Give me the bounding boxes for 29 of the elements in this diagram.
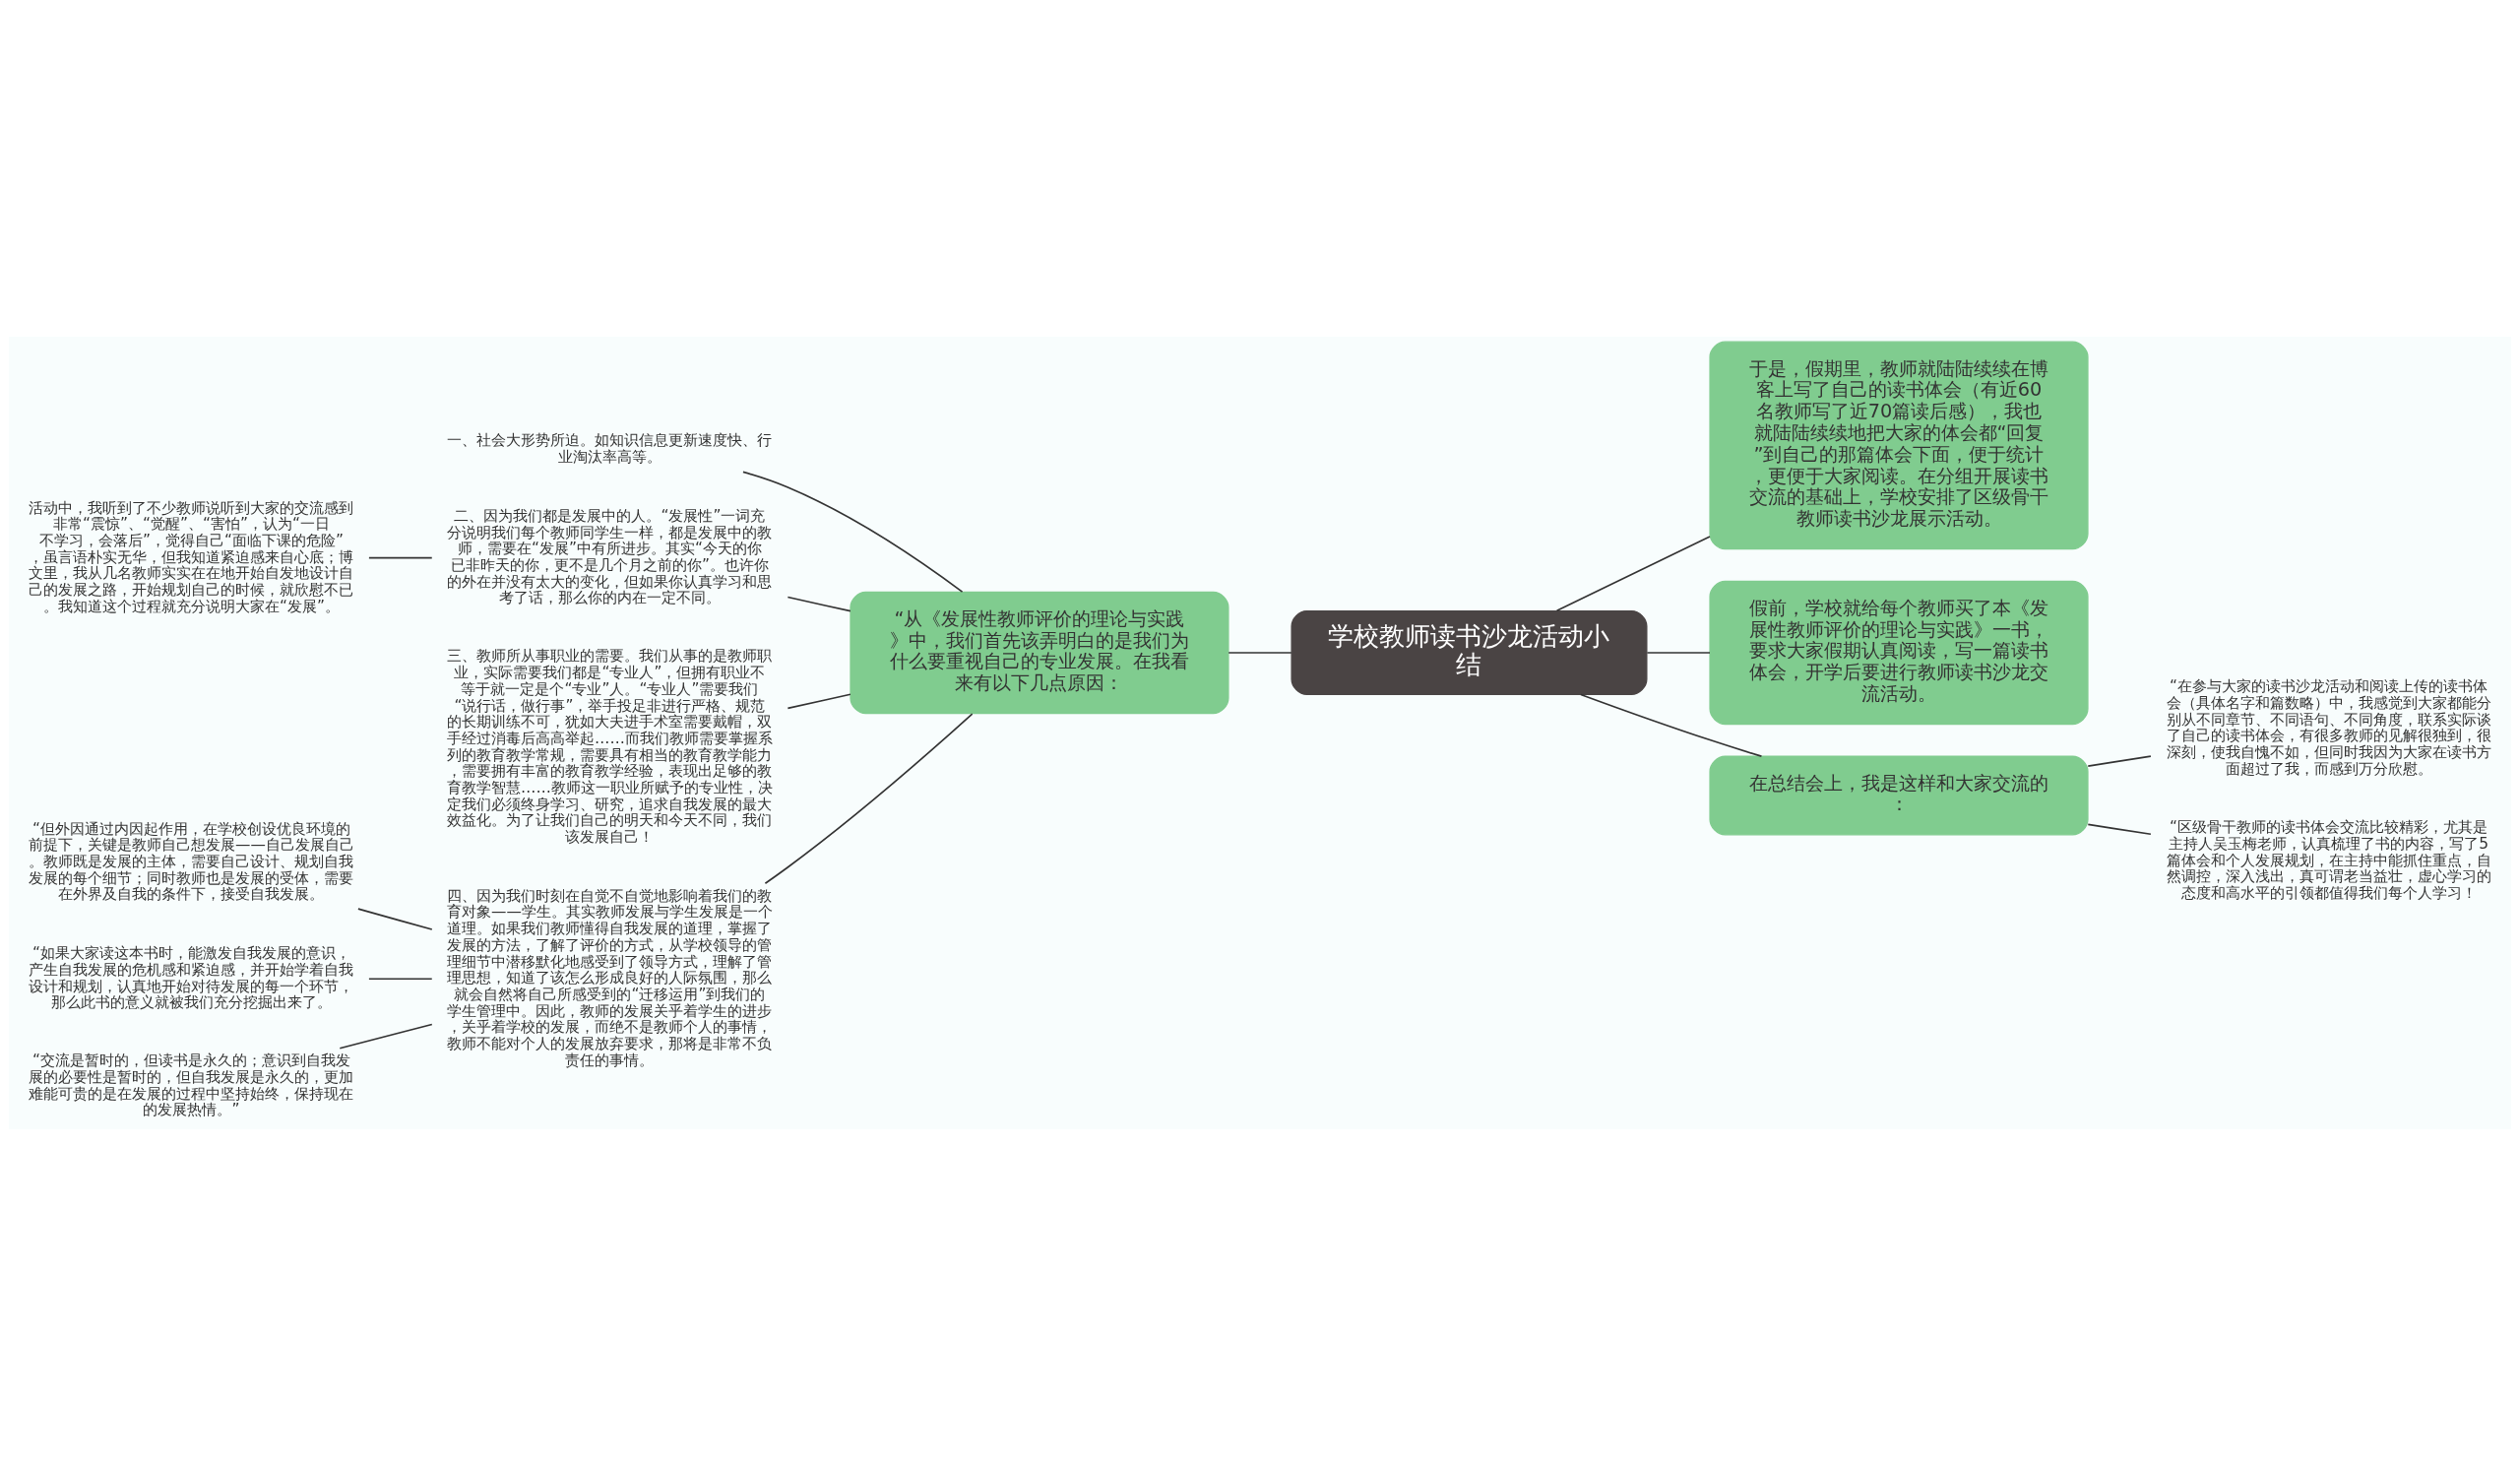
node-text: “交流是暂时的，但读书是永久的；意识到自我发展的必要性是暂时的，但自我发展是永久的，更加难能可贵的是在发展的过程中坚持始终，保持现在的发展热情。” bbox=[29, 1051, 354, 1118]
node-text: 活动中，我听到了不少教师说听到大家的交流感到非常“震惊”、“觉醒”、“害怕”，认为“一日不学习，会落后”，觉得自己“面临下课的危险”，虽言语朴实无华，但我知道紧迫感来自心底；博文里，我从几名教师实实在在地开始自发地设计自己的发展之路，开始规划自己的时候，就欣慰不已。我知道这个过程就充分说明大家在“发展”。 bbox=[29, 498, 354, 615]
node-text: 三、教师所从事职业的需要。我们从事的是教师职业，实际需要我们都是“专业人”，但拥有职业不等于就一定是个“专业”人。“专业人”需要我们“说行话，做行事”，举手投足非进行严格、规范的长期训练不可，犹如大夫进手术室需要戴帽，双手经过消毒后高高举起……而我们教师需要掌握系列的教育教学常规，需要具有相当的教育教学能力，需要拥有丰富的教育教学经验，表现出足够的教育教学智慧……教师这一职业所赋予的专业性，决定我们必须终身学习、研究，追求自我发展的最大效益化。为了让我们自己的明天和今天不同，我们该发展自己！ bbox=[447, 646, 773, 846]
connector bbox=[1646, 651, 1711, 654]
node-box: 假前，学校就给每个教师买了本《发展性教师评价的理论与实践》一书，要求大家假期认真阅读，写一篇读书体会，开学后要进行教师读书沙龙交流活动。 bbox=[1709, 580, 2089, 725]
node-text: 一、社会大形势所迫。如知识信息更新速度快、行业淘汰率高等。 bbox=[447, 430, 773, 466]
node-box: 在总结会上，我是这样和大家交流的： bbox=[1709, 755, 2089, 835]
node-text: “如果大家读这本书时，能激发自我发展的意识，产生自我发展的危机感和紧迫感，并开始学着自我设计和规划，认真地开始对待发展的每一个环节，那么此书的意义就被我们充分挖掘出来了。 bbox=[29, 943, 354, 1011]
connector bbox=[764, 712, 974, 884]
connector bbox=[1555, 535, 1711, 611]
node-box: “从《发展性教师评价的理论与实践》中，我们首先该弄明白的是我们为什么要重视自己的专业发展。在我看来有以下几点原因： bbox=[850, 591, 1229, 714]
connector bbox=[742, 471, 964, 593]
node-box: 于是，假期里，教师就陆陆续续在博客上写了自己的读书体会（有近60名教师写了近70篇读后感），我也就陆陆续续地把大家的体会都“回复”到自己的那篇体会下面，便于统计，更便于大家阅读。在分组开展读书交流的基础上，学校安排了区级骨干教师读书沙龙展示活动。 bbox=[1709, 341, 2089, 549]
connector bbox=[787, 596, 851, 611]
connector bbox=[787, 692, 851, 709]
connector bbox=[1228, 651, 1292, 654]
connector bbox=[368, 977, 433, 980]
node-text: 二、因为我们都是发展中的人。“发展性”一词充分说明我们每个教师同学生一样，都是发展中的教师，需要在“发展”中有所进步。其实“今天的你已非昨天的你，更不是几个月之前的你”。也许你的外在并没有太大的变化，但如果你认真学习和思考了话，那么你的内在一定不同。 bbox=[447, 506, 773, 606]
connector bbox=[357, 907, 433, 930]
connector bbox=[339, 1023, 433, 1050]
node-text: “但外因通过内因起作用，在学校创设优良环境的前提下，关键是教师自己想发展——自己发展自己。教师既是发展的主体，需要自己设计、规划自我发展的每个细节；同时教师也是发展的受体，需要在外界及自我的条件下，接受自我发展。 bbox=[29, 819, 354, 903]
connector bbox=[2087, 823, 2152, 835]
node-box: 学校教师读书沙龙活动小结 bbox=[1291, 609, 1648, 695]
connector bbox=[2087, 754, 2152, 767]
node-text: “区级骨干教师的读书体会交流比较精彩，尤其是主持人吴玉梅老师，认真梳理了书的内容，写了5篇体会和个人发展规划，在主持中能抓住重点，自然调控，深入浅出，真可谓老当益壮，虚心学习的态度和高水平的引领都值得我们每个人学习！ bbox=[2166, 817, 2491, 902]
connector bbox=[368, 556, 433, 558]
connector bbox=[1580, 693, 1763, 757]
node-text: 四、因为我们时刻在自觉不自觉地影响着我们的教育对象——学生。其实教师发展与学生发展是一个道理。如果我们教师懂得自我发展的道理，掌握了发展的方法，了解了评价的方式，从学校领导的管理细节中潜移默化地感受到了领导方式，理解了管理思想，知道了该怎么形成良好的人际氛围，那么就会自然将自己所感受到的“迁移运用”到我们的学生管理中。因此，教师的发展关乎着学生的进步，关乎着学校的发展，而绝不是教师个人的事情，教师不能对个人的发展放弃要求，那将是非常不负责任的事情。 bbox=[447, 886, 773, 1069]
node-text: “在参与大家的读书沙龙活动和阅读上传的读书体会（具体名字和篇数略）中，我感觉到大家都能分别从不同章节、不同语句、不同角度，联系实际谈了自己的读书体会，有很多教师的见解很独到，很深刻，使我自愧不如，但同时我因为大家在读书方面超过了我，而感到万分欣慰。 bbox=[2166, 676, 2491, 778]
